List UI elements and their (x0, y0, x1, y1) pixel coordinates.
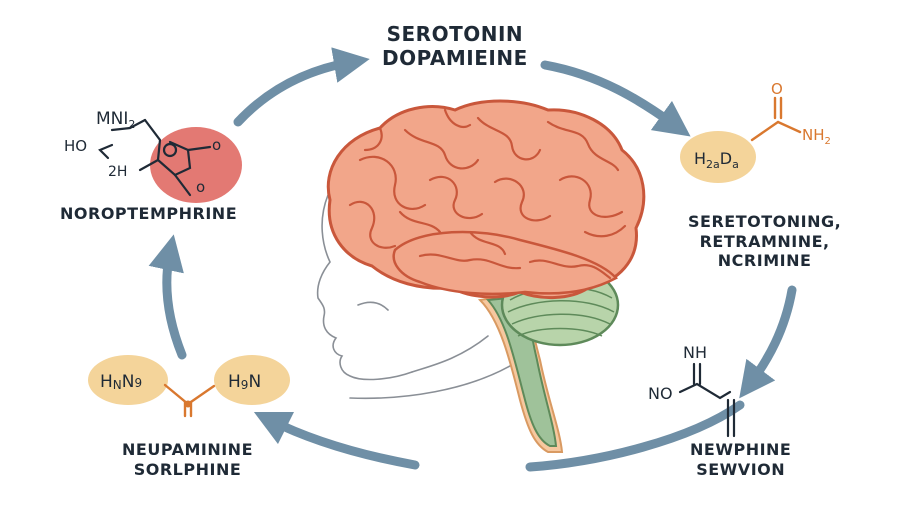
head-profile (316, 194, 521, 400)
brain (326, 99, 646, 300)
molecule-top-right-o: O (771, 80, 783, 98)
label-bottom-left-line1: NEUPAMININE (122, 440, 253, 459)
label-right-line2: RETRAMNINE, (699, 231, 830, 251)
arrow-top-left (233, 47, 370, 127)
molecule-top-right-blob-label: H2aDa (694, 149, 739, 171)
label-bottom-left-line2: SORLPHINE (133, 459, 242, 479)
arrow-top-right (540, 60, 691, 137)
arrow-left-up (148, 234, 187, 360)
molecule-top-left-ho: HO (64, 137, 87, 155)
molecule-bottom-left-blob-right (214, 355, 290, 405)
arrow-right-down (739, 285, 797, 399)
label-bottom-right: NEWPHINE SEWVION (690, 440, 791, 479)
molecule-top-right-nh2: NH2 (802, 126, 831, 147)
molecule-top-left-o2: o (196, 178, 205, 196)
molecule-bottom-right-no: NO (648, 384, 673, 403)
molecule-top-right: H2aDa O NH2 (680, 80, 831, 183)
label-bottom-right-line2: SEWVION (696, 459, 786, 479)
molecule-bottom-right: NH NO (648, 343, 736, 438)
label-right-line3: NCRIMINE (717, 251, 812, 271)
label-top-line1: SEROTONIN (386, 22, 524, 46)
molecule-top-left-2h: 2H (108, 164, 127, 180)
molecule-top-left: MNI2 HO 2H o o (64, 109, 242, 203)
label-left-line1: NOROPTEMPHRINE (60, 204, 238, 223)
label-top-line2: DOPAMIEINE (382, 46, 528, 71)
label-right: SERETOTONING, RETRAMNINE, NCRIMINE (688, 212, 841, 271)
label-bottom-right-line1: NEWPHINE (690, 440, 792, 459)
molecule-top-left-o1: o (212, 136, 221, 154)
label-left: NOROPTEMPHRINE (60, 204, 237, 224)
molecule-bottom-left-left-label: HNN9 (100, 372, 142, 392)
label-right-line1: SERETOTONING, (688, 212, 842, 231)
molecule-bottom-left-right-label: H9N (228, 372, 261, 392)
molecule-bottom-left-blob-left (88, 355, 168, 405)
molecule-bottom-left: HNN9 H9N (88, 355, 290, 418)
molecule-bottom-left-node (184, 400, 192, 408)
molecule-top-right-blob (680, 131, 756, 183)
label-bottom-left: NEUPAMININE SORLPHINE (122, 440, 253, 479)
arrow-bottom-right (525, 400, 745, 472)
molecule-bottom-right-nh: NH (683, 343, 707, 362)
label-top: SEROTONIN DOPAMIEINE (382, 22, 528, 71)
molecule-top-left-top: MNI2 (96, 109, 135, 131)
arrow-bottom-left (253, 411, 420, 470)
cycle-arrows (148, 47, 797, 472)
